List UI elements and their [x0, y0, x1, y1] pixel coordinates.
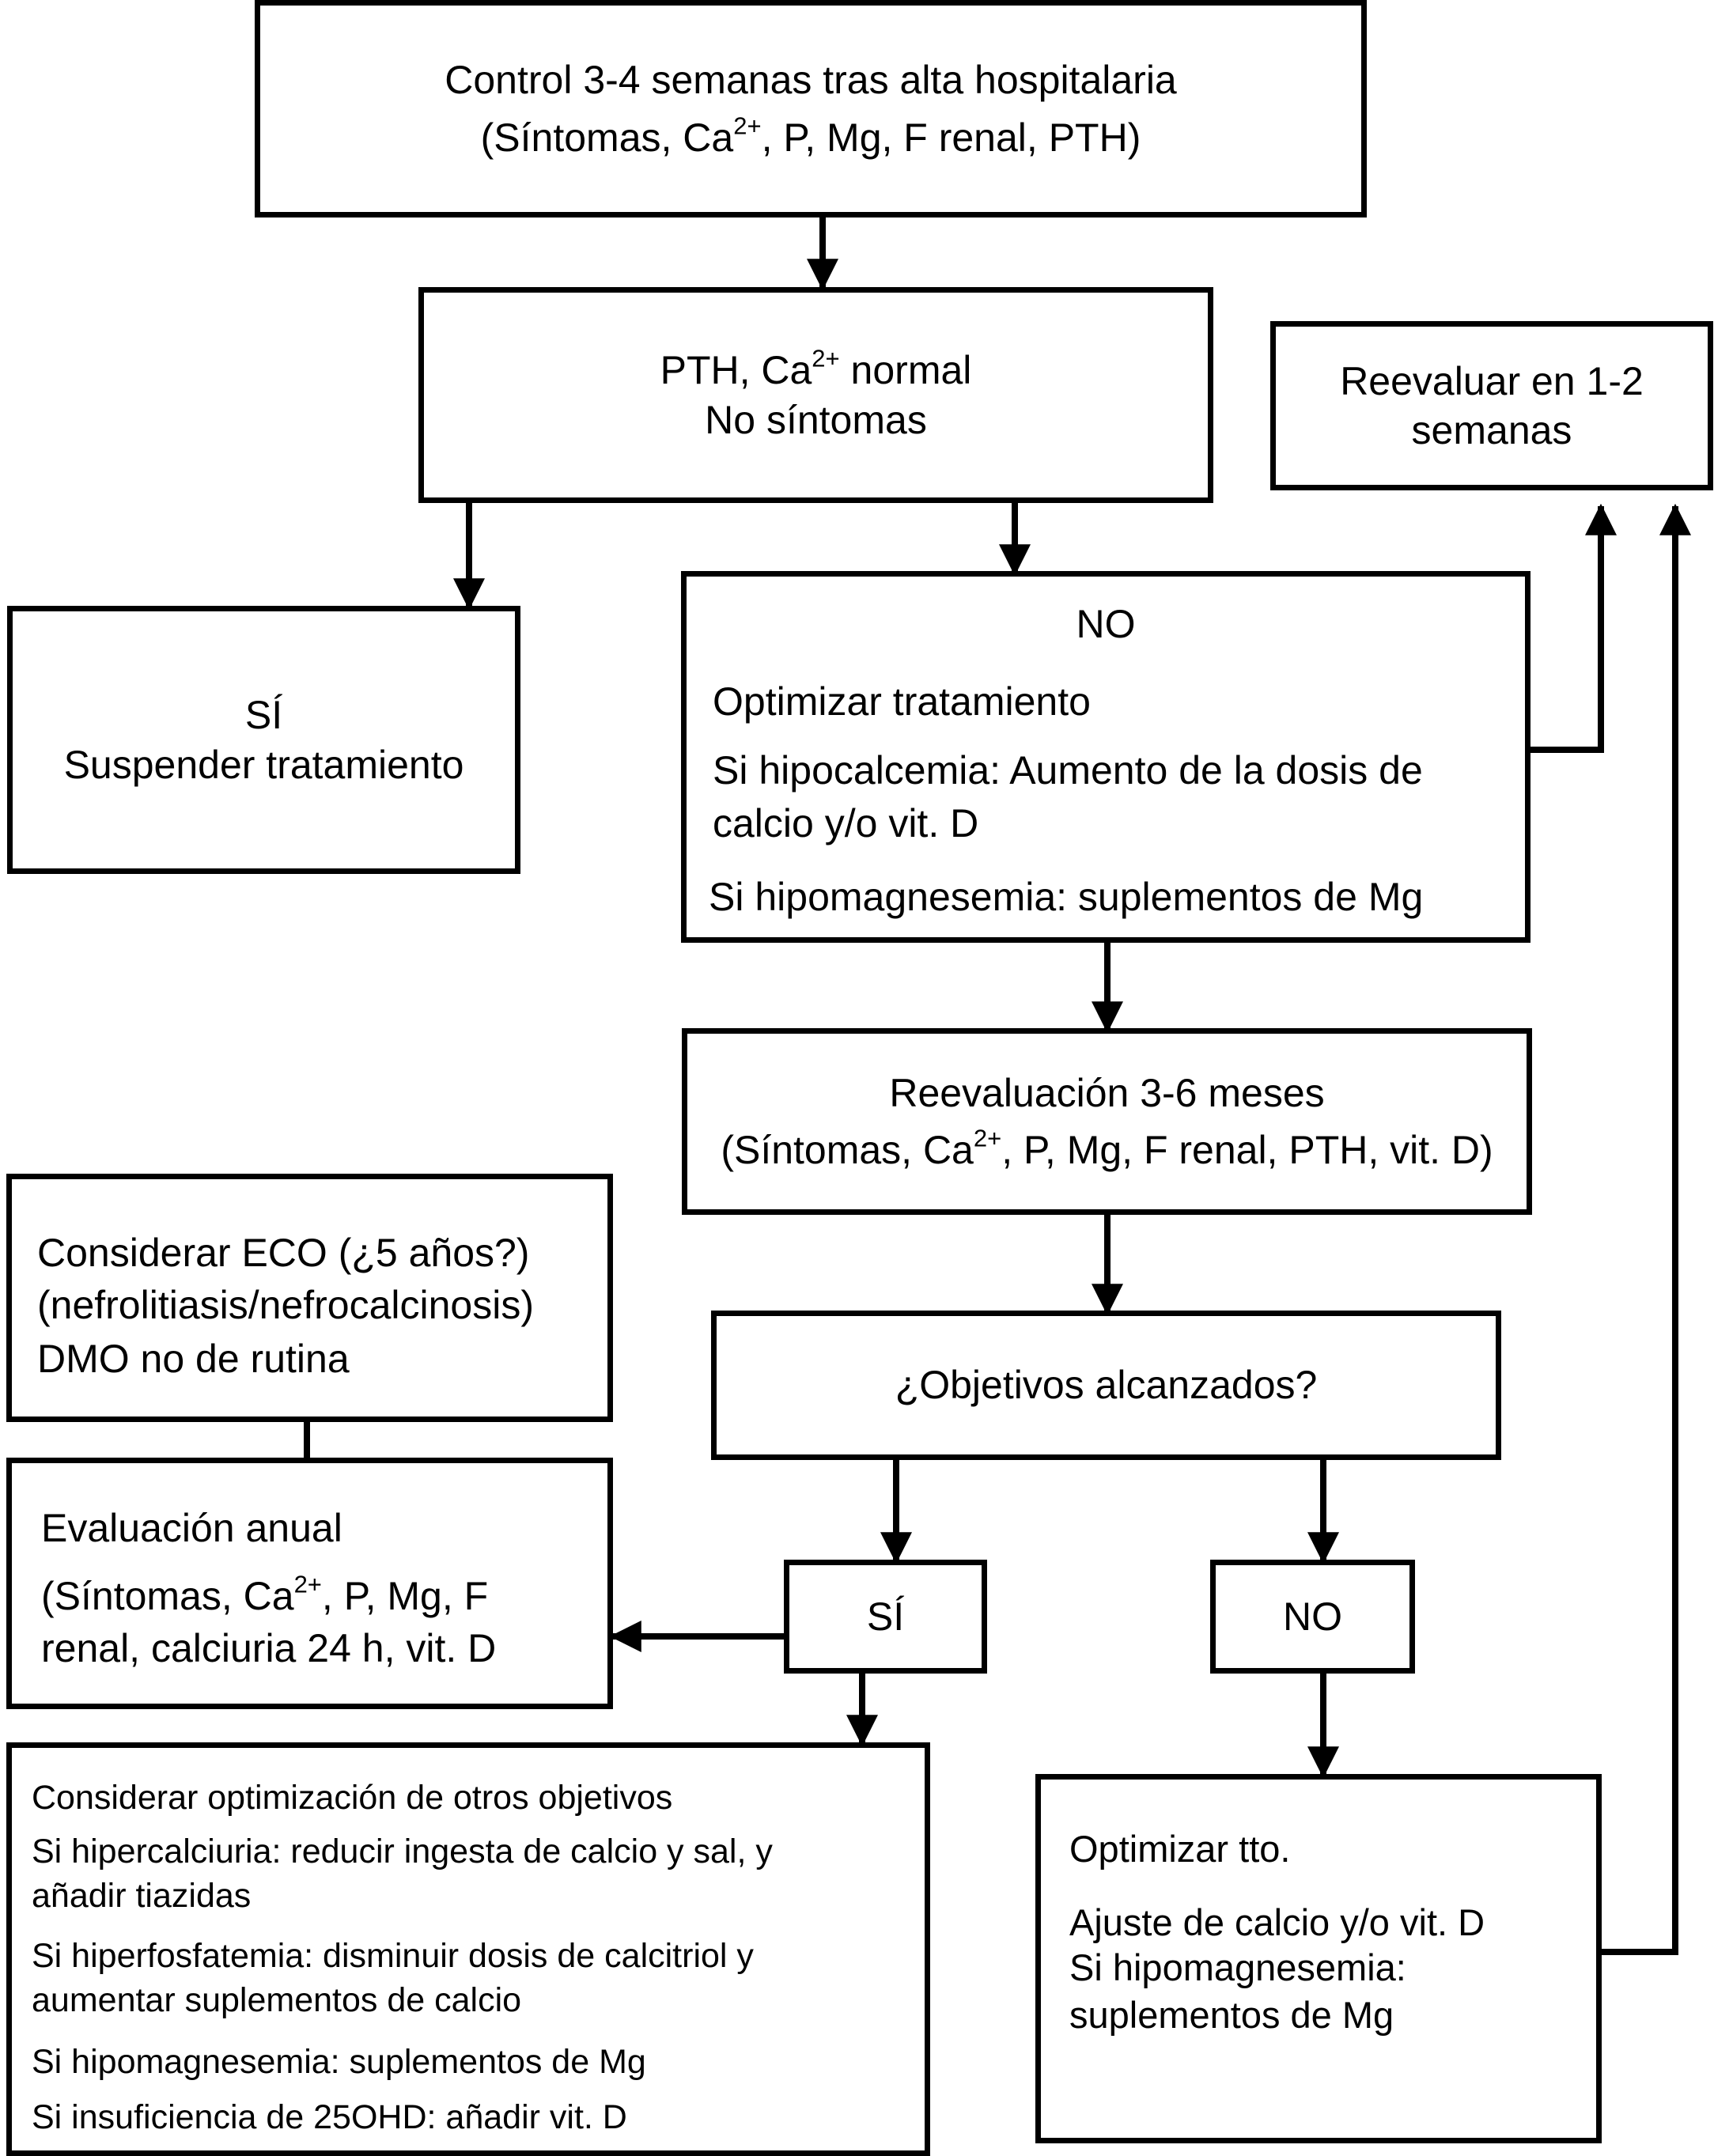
no-optimizar-line1: Optimizar tratamiento: [713, 679, 1091, 724]
no-optimizar-line3: calcio y/o vit. D: [713, 801, 979, 845]
objetivos-line1: ¿Objetivos alcanzados?: [895, 1363, 1318, 1408]
reevaluar-box: Reevaluar en 1-2 semanas: [1270, 321, 1713, 490]
si-label: SÍ: [866, 1594, 905, 1639]
eco-line3: DMO no de rutina: [37, 1337, 350, 1381]
control-box: Control 3-4 semanas tras alta hospitalar…: [255, 0, 1367, 217]
reevaluacion-box: Reevaluación 3-6 meses (Síntomas, Ca2+, …: [682, 1028, 1532, 1215]
eco-line2: (nefrolitiasis/nefrocalcinosis): [37, 1283, 535, 1327]
si-suspender-box: SÍ Suspender tratamiento: [7, 606, 520, 874]
evaluacion-anual-line1: Evaluación anual: [41, 1506, 342, 1550]
no-optimizar-box: NO Optimizar tratamiento Si hipocalcemia…: [681, 571, 1530, 943]
reevaluacion-line2: (Síntomas, Ca2+, P, Mg, F renal, PTH, vi…: [721, 1124, 1493, 1172]
reevaluar-line2: semanas: [1411, 408, 1572, 452]
evaluacion-anual-box: Evaluación anual (Síntomas, Ca2+, P, Mg,…: [6, 1458, 613, 1709]
no-optimizar-line2: Si hipocalcemia: Aumento de la dosis de: [713, 748, 1423, 792]
evaluacion-anual-line2: (Síntomas, Ca2+, P, Mg, F: [41, 1570, 489, 1618]
reevaluar-line1: Reevaluar en 1-2: [1340, 358, 1644, 403]
otros-objetivos-line5: aumentar suplementos de calcio: [32, 1981, 522, 2019]
evaluacion-anual-line3: renal, calciuria 24 h, vit. D: [41, 1626, 497, 1670]
no-optimizar-title: NO: [1076, 602, 1136, 646]
otros-objetivos-line3: añadir tiazidas: [32, 1877, 252, 1915]
control-line1: Control 3-4 semanas tras alta hospitalar…: [445, 58, 1177, 102]
si-suspender-line1: SÍ: [244, 693, 283, 737]
otros-objetivos-line2: Si hipercalciuria: reducir ingesta de ca…: [32, 1833, 773, 1870]
si-box: SÍ: [784, 1560, 987, 1674]
objetivos-box: ¿Objetivos alcanzados?: [711, 1311, 1501, 1460]
otros-objetivos-line4: Si hiperfosfatemia: disminuir dosis de c…: [32, 1937, 754, 1975]
control-line2: (Síntomas, Ca2+, P, Mg, F renal, PTH): [480, 111, 1141, 160]
si-suspender-line2: Suspender tratamiento: [63, 742, 464, 787]
pth-normal-line2: No síntomas: [705, 397, 927, 442]
optimizar-tto-line2: Ajuste de calcio y/o vit. D: [1069, 1901, 1485, 1943]
reevaluacion-line1: Reevaluación 3-6 meses: [889, 1070, 1325, 1115]
otros-objetivos-line1: Considerar optimización de otros objetiv…: [32, 1779, 673, 1817]
otros-objetivos-line7: Si insuficiencia de 25OHD: añadir vit. D: [32, 2098, 627, 2136]
no-label: NO: [1283, 1594, 1342, 1639]
no-box: NO: [1210, 1560, 1415, 1674]
arrow-optimizar-tto-to-reevaluar: [1600, 503, 1691, 1955]
no-optimizar-line4: Si hipomagnesemia: suplementos de Mg: [709, 875, 1424, 919]
pth-normal-box: PTH, Ca2+ normal No síntomas: [418, 287, 1213, 503]
eco-box: Considerar ECO (¿5 años?) (nefrolitiasis…: [6, 1174, 613, 1422]
optimizar-tto-line1: Optimizar tto.: [1069, 1828, 1291, 1870]
optimizar-tto-box: Optimizar tto. Ajuste de calcio y/o vit.…: [1035, 1774, 1602, 2143]
pth-normal-line1: PTH, Ca2+ normal: [660, 344, 972, 392]
otros-objetivos-box: Considerar optimización de otros objetiv…: [6, 1742, 930, 2156]
arrow-no-optimizar-to-reevaluar: [1529, 503, 1617, 753]
otros-objetivos-line6: Si hipomagnesemia: suplementos de Mg: [32, 2043, 646, 2081]
optimizar-tto-line4: suplementos de Mg: [1069, 1994, 1394, 2036]
eco-line1: Considerar ECO (¿5 años?): [37, 1231, 530, 1275]
optimizar-tto-line3: Si hipomagnesemia:: [1069, 1946, 1406, 1988]
